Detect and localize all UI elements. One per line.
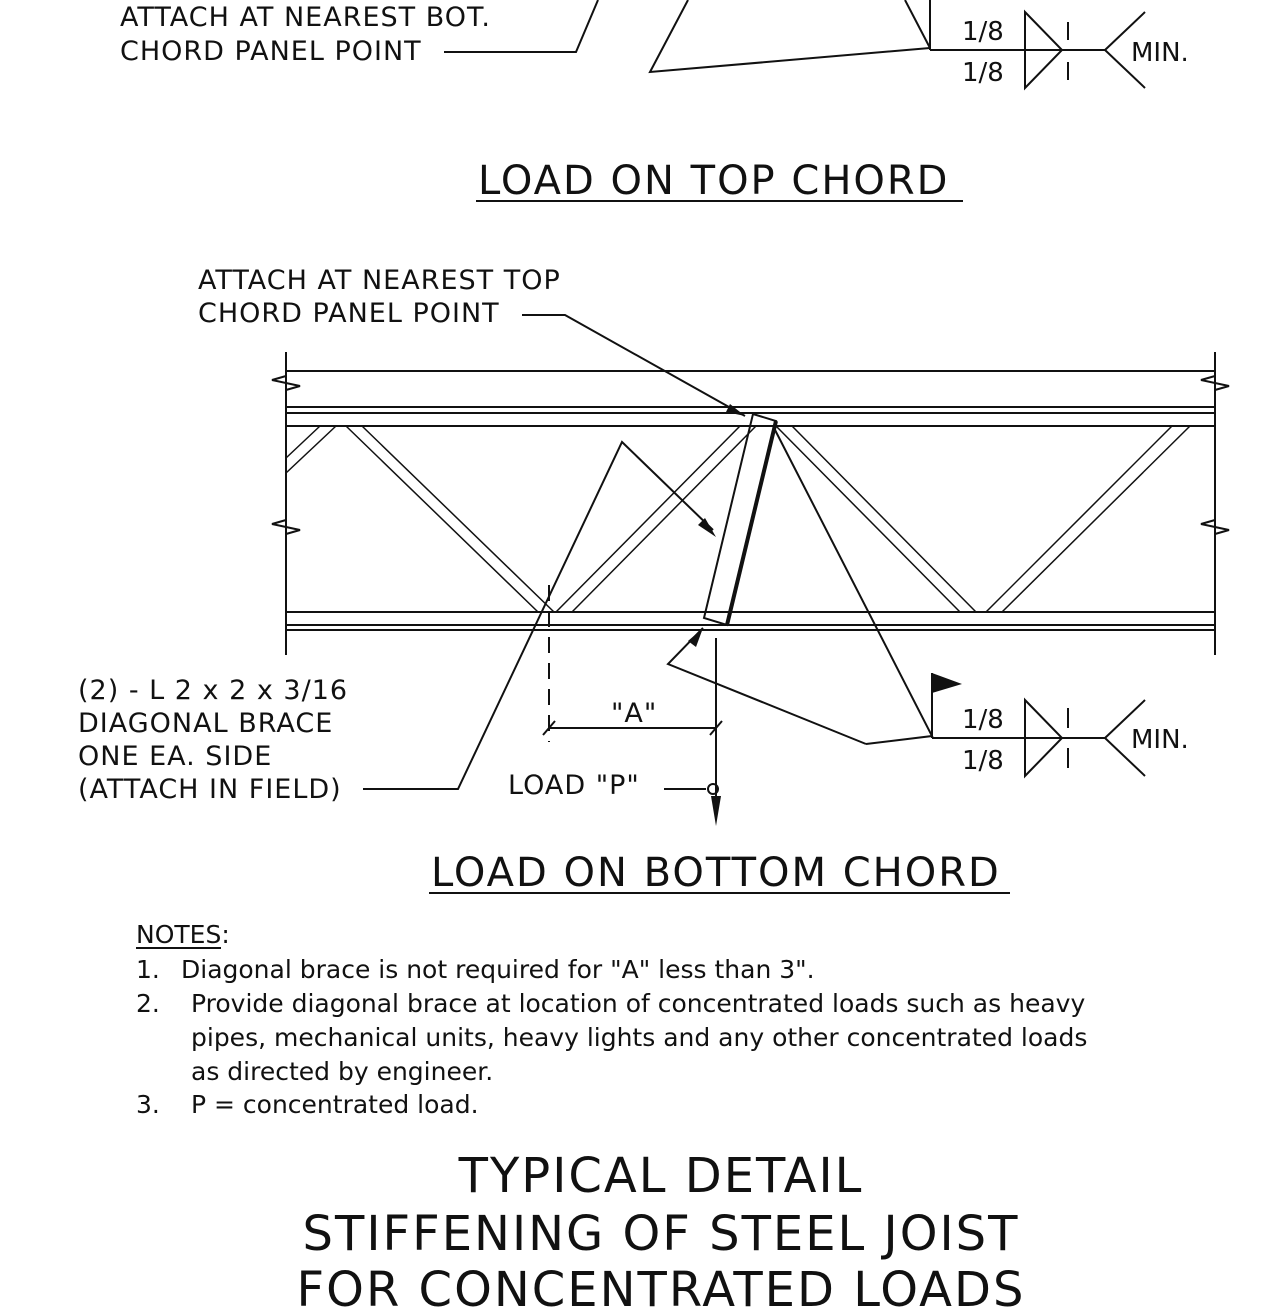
brace-note-line1: (2) - L 2 x 2 x 3/16 <box>78 675 348 706</box>
top-weld-symbol <box>929 0 1146 91</box>
joist-web-members <box>285 425 1191 613</box>
dimension-label: "A" <box>611 698 657 729</box>
detail-title: TYPICAL DETAIL STIFFENING OF STEEL JOIST… <box>297 1148 1026 1312</box>
diagonal-brace <box>702 412 778 627</box>
bottom-detail: ATTACH AT NEAREST TOP CHORD PANEL POINT <box>78 265 1230 896</box>
steel-joist <box>271 352 1230 655</box>
brace-note-leader <box>363 440 714 790</box>
note-2-number: 2. <box>136 989 160 1018</box>
load-arrowhead <box>711 796 721 826</box>
brace-note-line2: DIAGONAL BRACE <box>78 708 333 739</box>
bottom-weld-size-bottom: 1/8 <box>962 746 1004 776</box>
top-weld-tail: MIN. <box>1131 38 1189 68</box>
bottom-attach-leader <box>522 314 746 417</box>
note-2-line2: pipes, mechanical units, heavy lights an… <box>191 1023 1087 1052</box>
field-weld-flag-icon <box>932 673 962 693</box>
top-attach-leader <box>444 0 599 53</box>
top-detail-heading: LOAD ON TOP CHORD <box>478 158 949 204</box>
top-leader <box>904 0 931 49</box>
note-1-number: 1. <box>136 955 160 984</box>
weld-leader-lower <box>666 627 867 745</box>
notes: NOTES: 1. Diagonal brace is not required… <box>136 920 1087 1119</box>
brace-note-line3: ONE EA. SIDE <box>78 741 272 772</box>
note-3-text: P = concentrated load. <box>191 1090 479 1119</box>
load-label: LOAD "P" <box>508 770 640 801</box>
top-weld-size-top: 1/8 <box>962 17 1004 47</box>
notes-heading: NOTES: <box>136 920 230 949</box>
brace-note-arrowhead <box>698 518 716 537</box>
weld-leader-upper <box>772 425 934 745</box>
top-detail: ATTACH AT NEAREST BOT. CHORD PANEL POINT… <box>120 0 1189 204</box>
bottom-detail-heading: LOAD ON BOTTOM CHORD <box>431 850 1001 896</box>
note-1-text: Diagonal brace is not required for "A" l… <box>181 955 815 984</box>
top-weld-size-bottom: 1/8 <box>962 58 1004 88</box>
note-3-number: 3. <box>136 1090 160 1119</box>
top-attach-note-line2: CHORD PANEL POINT <box>120 36 422 67</box>
note-2-line1: Provide diagonal brace at location of co… <box>191 989 1085 1018</box>
bottom-weld-symbol <box>931 673 1146 779</box>
title-line2: STIFFENING OF STEEL JOIST <box>303 1206 1020 1262</box>
bottom-weld-size-top: 1/8 <box>962 705 1004 735</box>
title-line3: FOR CONCENTRATED LOADS <box>297 1262 1026 1312</box>
bottom-attach-note-line2: CHORD PANEL POINT <box>198 298 500 329</box>
title-line1: TYPICAL DETAIL <box>458 1148 864 1204</box>
bottom-weld-tail: MIN. <box>1131 725 1189 755</box>
note-2-line3: as directed by engineer. <box>191 1057 493 1086</box>
brace-note-line4: (ATTACH IN FIELD) <box>78 774 342 805</box>
top-attach-note-line1: ATTACH AT NEAREST BOT. <box>120 2 491 33</box>
bottom-attach-note-line1: ATTACH AT NEAREST TOP <box>198 265 561 296</box>
top-brace-outline <box>648 0 931 74</box>
